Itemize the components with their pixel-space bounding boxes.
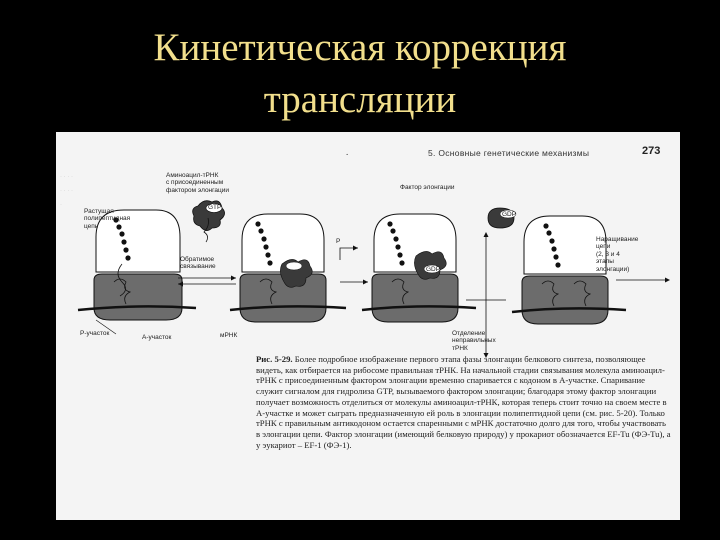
- label-aminoacyl-trna: Аминоацил-тРНК с присоединенным фактором…: [166, 172, 229, 194]
- label-growing-chain: Растущая полипептидная цепь: [84, 208, 131, 230]
- label-reversible-binding: Обратимое связывание: [180, 256, 216, 271]
- peptide-chain-3: [387, 221, 405, 266]
- release-arrow: [339, 247, 358, 260]
- title-line-1: Кинетическая коррекция: [153, 26, 567, 69]
- header-dot: .: [346, 147, 349, 157]
- ribosome-4: [521, 215, 609, 325]
- label-a-site: А-участок: [142, 334, 172, 341]
- peptide-chain-1: [113, 217, 131, 261]
- label-gtp: GTP: [208, 204, 222, 211]
- label-gdp-mid: GDP: [426, 266, 441, 273]
- label-elongation-factor: Фактор элонгации: [400, 184, 455, 191]
- mrna-strand-1: [77, 305, 197, 312]
- page-header: . 5. Основные генетические механизмы 273: [56, 132, 680, 172]
- ribosome-2: [239, 213, 327, 323]
- scanned-textbook-page: . 5. Основные генетические механизмы 273…: [56, 132, 680, 520]
- figure-label: Рис. 5-29.: [256, 354, 293, 364]
- label-gdp-top: GDP: [502, 211, 517, 218]
- trna-p-1: [113, 278, 132, 305]
- mrna-strand-4: [511, 307, 627, 314]
- label-p-site: Р-участок: [80, 330, 110, 337]
- mrna-strand-3: [361, 305, 477, 312]
- caption-text: Более подробное изображение первого этап…: [256, 354, 671, 450]
- label-phosphate: P: [336, 238, 341, 245]
- figure-caption: Рис. 5-29. Более подробное изображение п…: [256, 354, 672, 450]
- label-mrna: мРНК: [220, 332, 238, 339]
- bleed-through-marks: · · · · · · · · ·: [60, 174, 73, 208]
- peptide-chain-2: [255, 221, 273, 266]
- slide-title: Кинетическая коррекция трансляции: [0, 22, 720, 126]
- page-number: 273: [642, 145, 661, 157]
- mrna-strand-2: [229, 305, 347, 312]
- running-head: 5. Основные генетические механизмы: [428, 148, 590, 158]
- label-chain-elongation: Наращивание цепи (2, 3 и 4 этапы элонгац…: [596, 236, 639, 273]
- title-line-2: трансляции: [263, 78, 457, 121]
- peptide-chain-4: [543, 223, 561, 268]
- gtp-bubble-top: [205, 203, 223, 213]
- translation-diagram: [77, 200, 670, 358]
- label-detachment: Отделение неправильных тРНК: [452, 330, 496, 352]
